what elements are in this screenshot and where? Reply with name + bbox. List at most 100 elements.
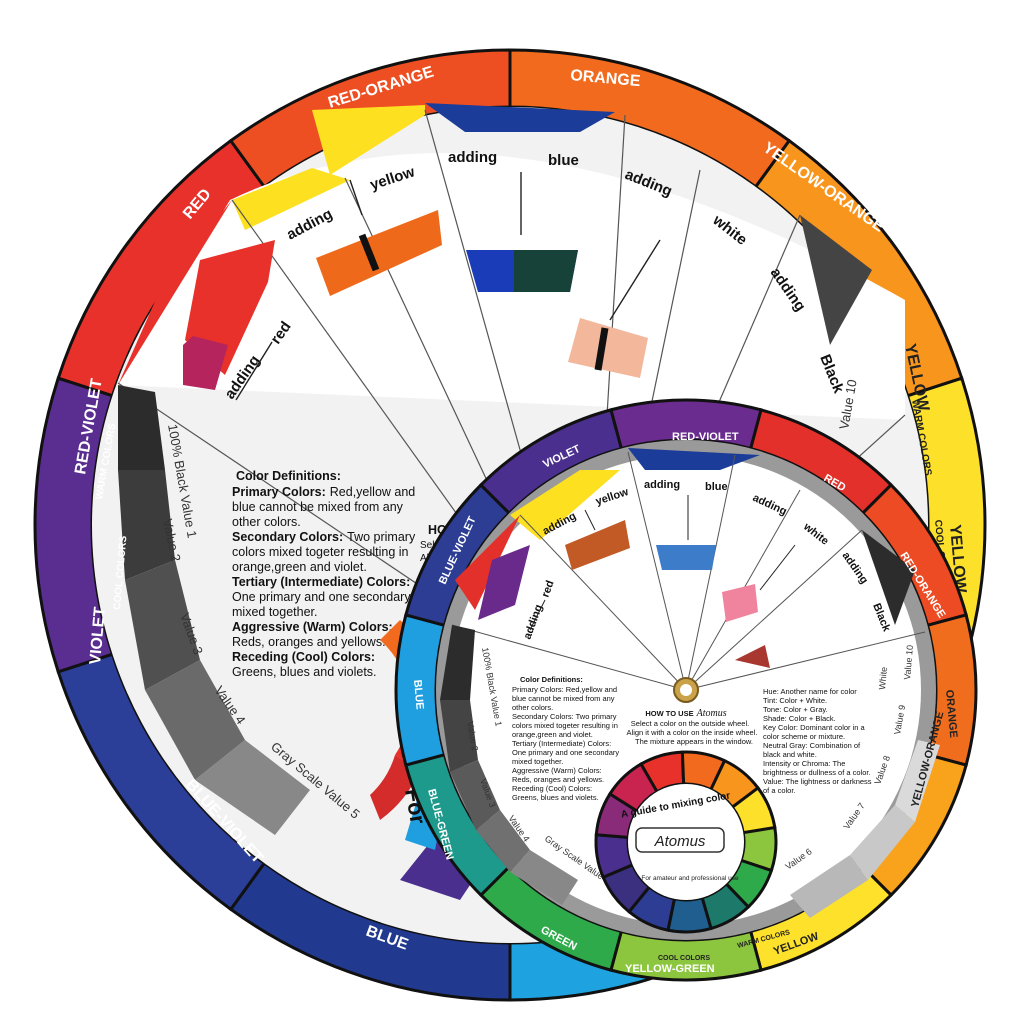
small-def-receding: Receding (Cool) Colors: xyxy=(512,784,592,793)
small-arrows xyxy=(529,495,796,631)
small-def-heading: Color Definitions: xyxy=(520,675,583,684)
large-gray-scale xyxy=(118,385,310,835)
small-brand: Atomus xyxy=(654,833,706,850)
large-arrows xyxy=(235,172,661,401)
large-window-white-divider xyxy=(594,327,609,371)
small-def-tertiary-2: One primary and one secondary xyxy=(512,748,619,757)
small-term-neutral: Neutral Gray: Combination of xyxy=(763,741,861,750)
small-label-orange: ORANGE xyxy=(943,689,959,738)
small-gray-5 xyxy=(510,850,578,905)
small-window-white xyxy=(722,584,758,622)
svg-text:Primary Colors:Red,yellow and: Primary Colors: Red,yellow and xyxy=(232,485,415,499)
small-color-wheel: adding red adding yellow adding blue add… xyxy=(394,398,978,982)
small-gray-8 xyxy=(895,740,940,822)
large-def-heading: Color Definitions: xyxy=(236,469,341,483)
large-def-secondary-text-1: Two primary xyxy=(347,530,416,544)
small-term-tint: Tint: Color + White. xyxy=(763,696,827,705)
large-red-sector xyxy=(118,200,232,385)
large-gray-2 xyxy=(118,470,175,580)
small-def-secondary-2: colors mixed togeter resulting in xyxy=(512,721,618,730)
small-how-to-title: HOW TO USE xyxy=(645,709,693,718)
large-gray-3 xyxy=(125,560,200,690)
large-def-receding-title: Receding (Cool) Colors: xyxy=(232,650,375,664)
small-window-black xyxy=(735,645,770,668)
small-gray-1 xyxy=(440,625,475,700)
small-term-intensity-2: brightness or dullness of a color. xyxy=(763,768,871,777)
small-window-blue xyxy=(656,545,716,570)
small-how-to-line-2: Align it with a color on the inside whee… xyxy=(627,728,758,737)
small-term-neutral-2: black and white. xyxy=(763,750,817,759)
large-definitions: Color Definitions: Primary Colors: Red,ye… xyxy=(232,469,459,679)
large-window-blue-mix xyxy=(514,250,578,292)
small-how-to-brand: Atomus xyxy=(696,708,727,719)
small-definitions: Color Definitions: Primary Colors: Red,y… xyxy=(512,675,619,802)
large-def-tertiary-text-2: mixed together. xyxy=(232,605,317,619)
large-gray-5 xyxy=(195,740,310,835)
small-window-red xyxy=(478,545,530,620)
small-def-secondary-3: orange,green and violet. xyxy=(512,730,593,739)
large-yellow-sector-top xyxy=(312,105,425,175)
small-def-receding-2: Greens, blues and violets. xyxy=(512,793,599,802)
large-def-primary-text-3: other colors. xyxy=(232,515,301,529)
small-gray-7 xyxy=(850,805,915,880)
large-def-secondary-text-3: orange,green and violet. xyxy=(232,560,367,574)
small-def-secondary: Secondary Colors: Two primary xyxy=(512,712,617,721)
small-wedge-lines xyxy=(451,451,926,691)
large-window-white xyxy=(568,318,648,378)
small-label-red-violet: RED-VIOLET xyxy=(672,431,739,443)
large-sel-fragment: Sel xyxy=(420,540,434,551)
small-how-to-line-1: Select a color on the outside wheel. xyxy=(631,719,749,728)
large-adding-blue: adding xyxy=(448,149,497,166)
small-term-tone: Tone: Color + Gray. xyxy=(763,705,828,714)
small-gray-2 xyxy=(440,700,478,772)
large-gray-1 xyxy=(118,385,165,470)
large-window-yellow xyxy=(316,210,442,296)
large-yellow-sector xyxy=(232,168,350,230)
small-gray-3 xyxy=(450,760,500,830)
small-red-label: red xyxy=(540,579,557,599)
large-black-sector xyxy=(800,215,872,345)
small-term-shade: Shade: Color + Black. xyxy=(763,714,836,723)
small-blue-label: blue xyxy=(705,481,728,493)
large-def-tertiary-text-1: One primary and one secondary xyxy=(232,590,411,604)
large-label-violet: VIOLET xyxy=(87,606,109,665)
small-def-tertiary: Tertiary (Intermediate) Colors: xyxy=(512,739,611,748)
large-def-aggressive-text: Reds, oranges and yellows. xyxy=(232,635,386,649)
small-window-yellow xyxy=(565,520,630,570)
large-mixing-windows xyxy=(183,210,648,390)
small-gray-scale xyxy=(440,625,940,918)
small-black-sector xyxy=(862,530,915,625)
small-term-hue: Hue: Another name for color xyxy=(763,687,857,696)
small-gray-4 xyxy=(476,810,530,872)
large-def-primary-title: Primary Colors: xyxy=(232,485,326,499)
small-def-primary-3: other colors. xyxy=(512,703,553,712)
small-def-tertiary-3: mixed together. xyxy=(512,757,563,766)
large-window-red-mix xyxy=(183,336,228,390)
small-term-key: Key Color: Dominant color in a xyxy=(763,723,866,732)
small-term-value-2: of a color. xyxy=(763,786,796,795)
small-how-to-line-3: The mixture appears in the window. xyxy=(635,737,753,746)
large-def-primary-text-2: blue cannot be mixed from any xyxy=(232,500,404,514)
small-terms: Hue: Another name for color Tint: Color … xyxy=(763,687,872,795)
large-gray-4 xyxy=(145,660,245,780)
large-inner-violet xyxy=(400,830,480,900)
small-footer-text: For amateur and professional use xyxy=(641,875,739,882)
large-def-primary-text-1: Red,yellow and xyxy=(330,485,416,499)
small-gray-6 xyxy=(790,855,868,918)
small-mixing-windows xyxy=(478,520,770,668)
small-term-key-2: color scheme or mixture. xyxy=(763,732,845,741)
small-blue-sector xyxy=(628,448,760,470)
large-def-secondary-title: Secondary Colors: xyxy=(232,530,343,544)
small-value-10: Value 10 xyxy=(902,645,915,681)
small-term-value: Value: The lightness or darkness xyxy=(763,777,872,786)
large-label-orange: ORANGE xyxy=(570,67,642,90)
small-white-value: White xyxy=(877,666,889,690)
large-window-yellow-divider xyxy=(358,233,380,272)
small-wheel-outer-ring xyxy=(394,398,978,982)
small-red-sector xyxy=(455,515,520,610)
small-adding-blue: adding xyxy=(644,479,680,491)
small-label-yellow-green: YELLOW-GREEN xyxy=(625,963,715,975)
